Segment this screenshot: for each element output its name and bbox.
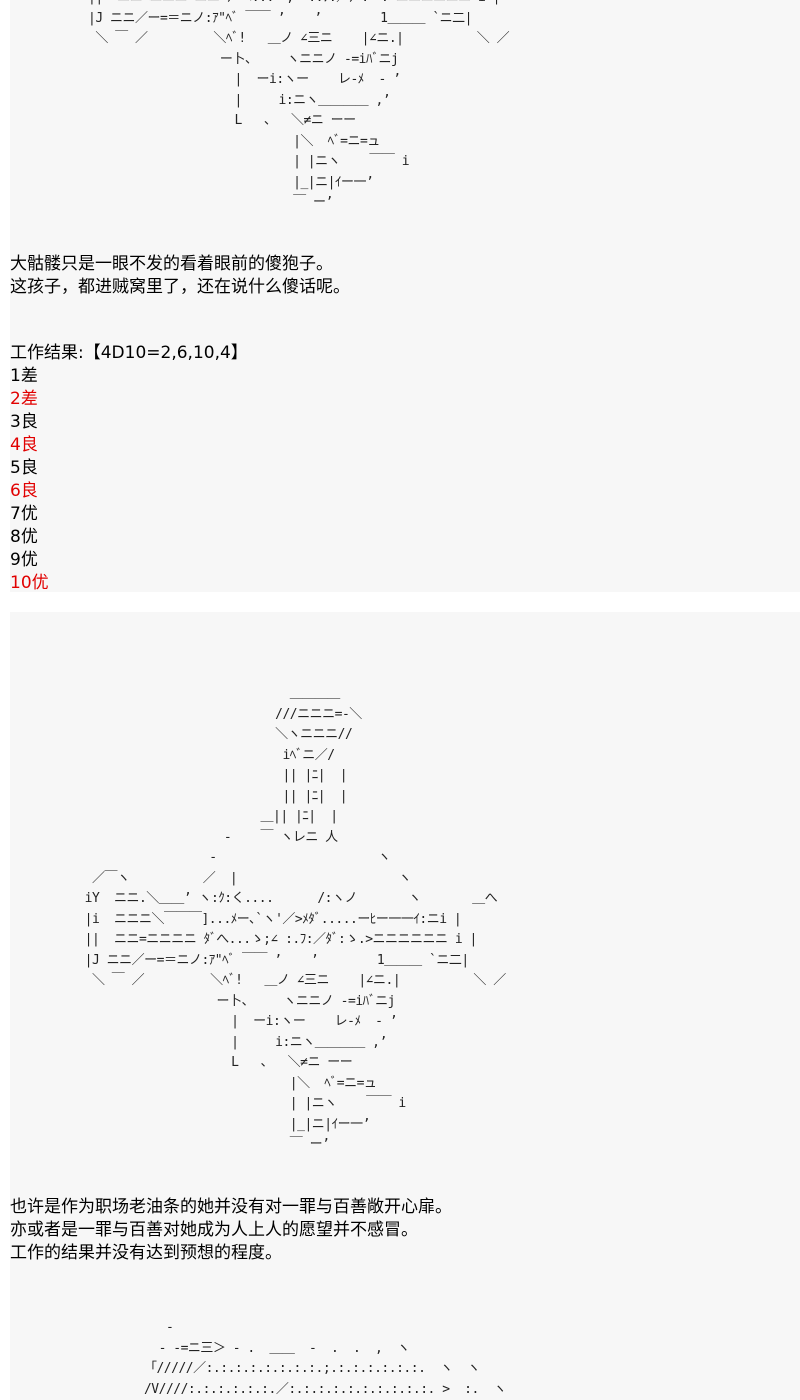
result-item: 5良 <box>10 458 38 478</box>
result-item-highlighted: 10优 <box>10 573 49 593</box>
ascii-art-skeleton-lower: || ニニ<ニニニ ニニ ﾀﾞへ...ゝ;∠ :.ﾌ:／ﾀﾞ:ゝ.>ニニニニニニ… <box>88 0 510 210</box>
narration-line: 亦或者是一罪与百善对她成为人上人的愿望并不感冒。 <box>10 1220 418 1240</box>
result-item: 9优 <box>10 550 38 570</box>
ascii-art-skeleton-full: ＿＿＿＿ ///ニニニ=-＼ ＼ヽニニニ// iﾍﾞニ／/ || |ﾆ| | |… <box>84 686 507 1152</box>
narration-block-2: 也许是作为职场老油条的她并没有对一罪与百善敞开心扉。 亦或者是一罪与百善对她成为… <box>10 1196 452 1265</box>
narration-block-1: 大骷髅只是一眼不发的看着眼前的傻狍子。 这孩子，都进贼窝里了，还在说什么傻话呢。 <box>10 253 350 299</box>
dice-results: 工作结果:【4D10=2,6,10,4】 1差 2差 3良 4良 5良 6良 7… <box>10 342 248 595</box>
result-item-highlighted: 4良 <box>10 435 38 455</box>
result-item: 1差 <box>10 366 38 386</box>
post-panel-1: || ニニ<ニニニ ニニ ﾀﾞへ...ゝ;∠ :.ﾌ:／ﾀﾞ:ゝ.>ニニニニニニ… <box>10 0 800 595</box>
result-item: 8优 <box>10 527 38 547</box>
result-item: 7优 <box>10 504 38 524</box>
narration-line: 大骷髅只是一眼不发的看着眼前的傻狍子。 <box>10 254 333 274</box>
post-panel-2: ＿＿＿＿ ///ニニニ=-＼ ＼ヽニニニ// iﾍﾞニ／/ || |ﾆ| | |… <box>10 612 800 1400</box>
narration-line: 工作的结果并没有达到预想的程度。 <box>10 1243 282 1263</box>
narration-line: 也许是作为职场老油条的她并没有对一罪与百善敞开心扉。 <box>10 1197 452 1217</box>
result-item: 3良 <box>10 412 38 432</box>
results-heading: 工作结果:【4D10=2,6,10,4】 <box>10 343 248 363</box>
result-item-highlighted: 6良 <box>10 481 38 501</box>
ascii-art-next: - - -=ニ三＞ - . ＿＿ - . . , ヽ 「/////／:.:.:.… <box>143 1320 507 1397</box>
narration-line: 这孩子，都进贼窝里了，还在说什么傻话呢。 <box>10 277 350 297</box>
result-item-highlighted: 2差 <box>10 389 38 409</box>
